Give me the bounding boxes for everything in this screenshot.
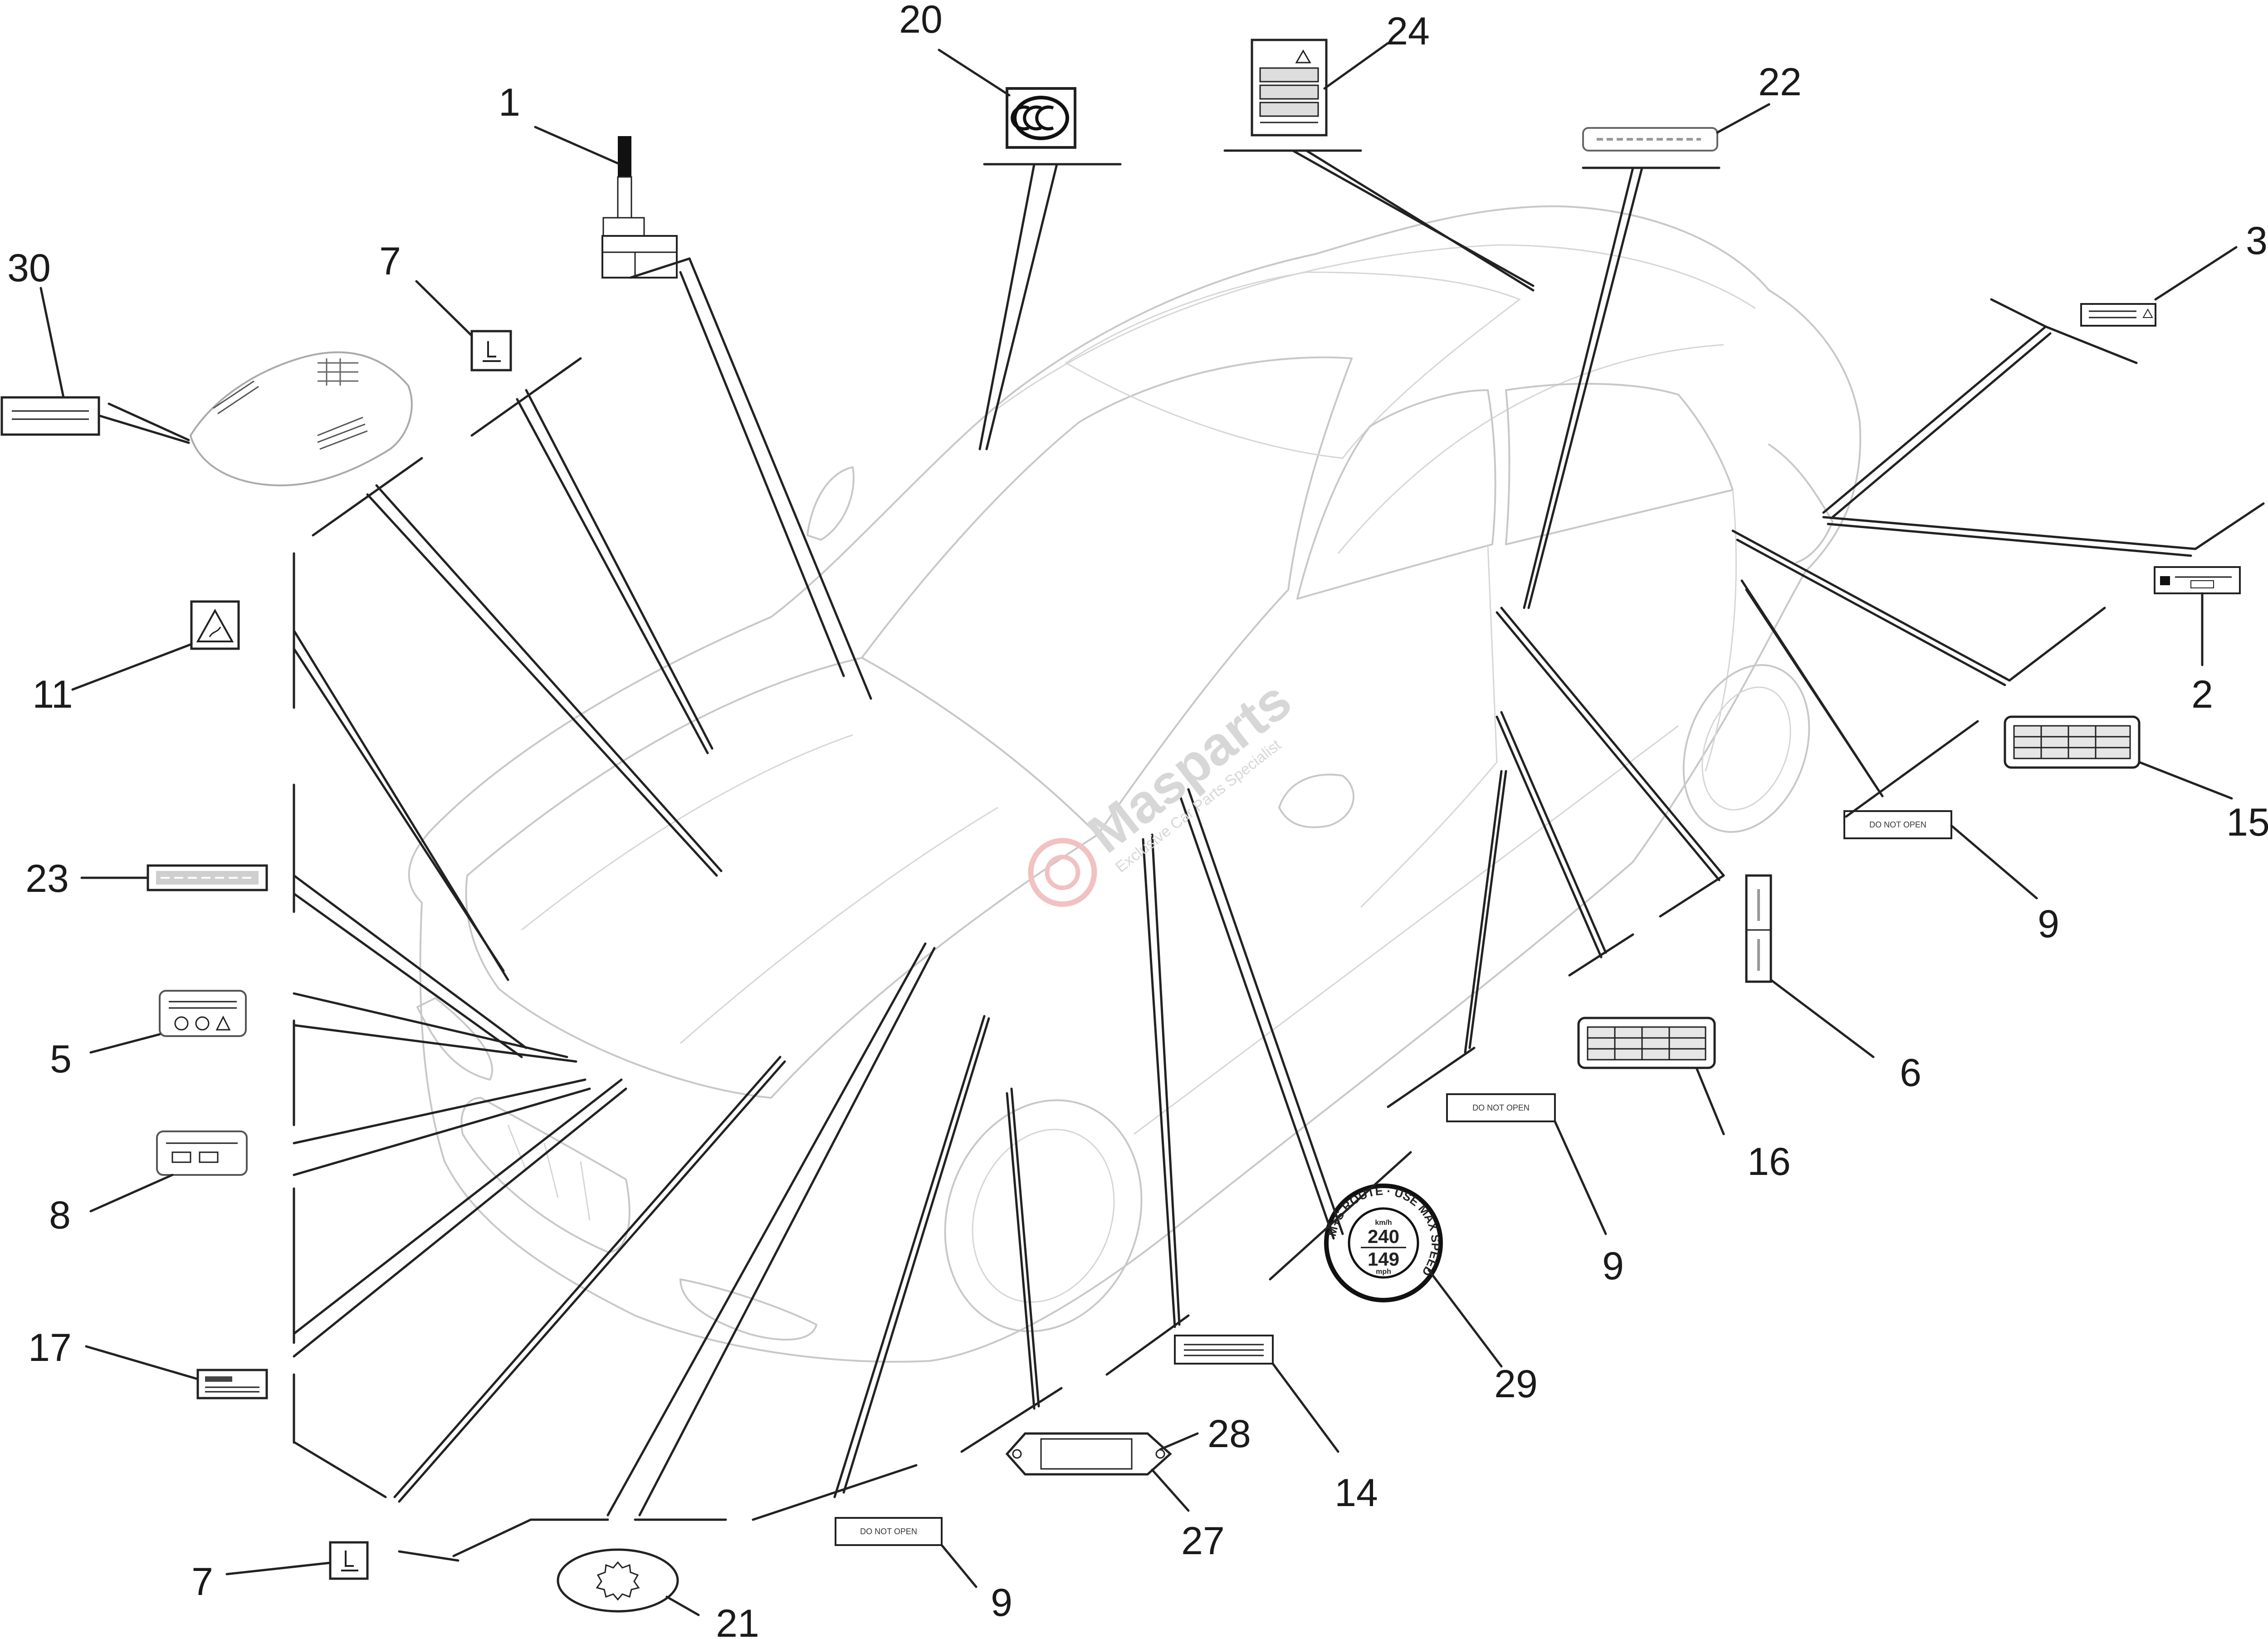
callout-6: 6 — [1900, 1051, 1921, 1095]
part-7-square-top — [470, 330, 512, 372]
part-29-tyre-seal: M+S ROUTE · USE MAX SPEED km/h 240 149 m… — [1324, 1184, 1443, 1302]
engine-cover-body — [189, 351, 413, 487]
part-6-vertical-strip — [1745, 874, 1772, 983]
front-grille — [460, 1097, 631, 1253]
part-9-label-c: DO NOT OPEN — [835, 1517, 943, 1546]
roof-rail-left — [997, 244, 1756, 409]
seat-icon-top — [483, 341, 501, 362]
part-20-ccc-logo — [1006, 87, 1076, 149]
do-not-open-text-b: DO NOT OPEN — [1472, 1103, 1530, 1112]
callout-9-upper: 9 — [2038, 902, 2059, 946]
part-7-square-bottom — [329, 1541, 369, 1580]
callout-21: 21 — [716, 1602, 759, 1639]
tyre-seal-240: 240 — [1368, 1226, 1399, 1247]
callout-27: 27 — [1181, 1519, 1225, 1563]
watermark-logo-icon — [1028, 838, 1097, 907]
hood-crease-left — [521, 734, 853, 931]
part-8-label — [156, 1130, 248, 1176]
callout-14: 14 — [1334, 1471, 1378, 1515]
do-not-open-text-a: DO NOT OPEN — [1869, 820, 1926, 829]
callout-7-bottom: 7 — [191, 1560, 213, 1604]
front-door-line — [1360, 544, 1498, 908]
seat-icon-bottom — [341, 1551, 358, 1571]
callout-22: 22 — [1758, 60, 1802, 104]
warning-triangle-icon — [196, 608, 234, 642]
car-hood — [465, 657, 1099, 1099]
callout-3: 3 — [2246, 219, 2268, 263]
engine-cover — [189, 351, 413, 487]
sill-line — [1134, 725, 1679, 1135]
tyre-seal-mph-unit: mph — [1376, 1268, 1391, 1276]
part-21-oval-gear — [557, 1548, 679, 1613]
roof-rail-right — [1337, 344, 1724, 554]
masparts-watermark: Masparts Exclusive Car Parts Specialist — [1028, 670, 1302, 907]
part-14-strip — [1174, 1335, 1274, 1365]
car-side-window-rear — [1505, 383, 1734, 545]
front-wheel-rim — [972, 1129, 1115, 1303]
callout-2: 2 — [2191, 673, 2213, 716]
part-30-strip — [0, 396, 100, 436]
tyre-seal-149: 149 — [1368, 1248, 1399, 1270]
callout-7-top: 7 — [379, 240, 401, 283]
part-2-strip — [2154, 566, 2241, 594]
do-not-open-text-c: DO NOT OPEN — [860, 1527, 917, 1536]
car-mirror — [1278, 773, 1354, 828]
engine-cover-grid — [318, 358, 358, 386]
callout-11: 11 — [32, 673, 73, 716]
callout-24: 24 — [1386, 10, 1430, 53]
tyre-seal-kmh-unit: km/h — [1375, 1219, 1392, 1227]
car-side-window-front — [1296, 389, 1496, 600]
part-1-label — [601, 136, 678, 279]
rear-tail — [1768, 444, 1833, 563]
rear-wheel — [1682, 664, 1810, 833]
callout-29: 29 — [1494, 1362, 1538, 1406]
callout-5: 5 — [50, 1037, 72, 1081]
callout-30: 30 — [7, 246, 51, 290]
callout-23: 23 — [25, 857, 69, 900]
car-sunroof — [1065, 271, 1521, 459]
watermark-brand: Masparts — [1076, 670, 1302, 865]
headlight — [416, 997, 493, 1081]
part-11-warning-square — [190, 600, 240, 650]
part-3-strip — [2080, 303, 2156, 327]
callout-17: 17 — [28, 1326, 72, 1370]
part-22-strip — [1582, 127, 1718, 152]
callout-16: 16 — [1747, 1140, 1791, 1184]
hood-crease-right — [680, 807, 998, 1044]
rear-wheel-rim — [1701, 686, 1791, 811]
callout-20: 20 — [899, 0, 943, 41]
part-15-table-label — [2004, 715, 2141, 769]
engine-cover-vents — [213, 380, 368, 450]
part-5-label — [159, 990, 247, 1037]
car-windshield — [861, 356, 1353, 836]
car-body-silhouette — [408, 205, 1862, 1363]
part-17-label — [196, 1369, 268, 1399]
gear-icon — [596, 1561, 640, 1601]
part-9-label-b: DO NOT OPEN — [1446, 1093, 1556, 1122]
front-intake — [679, 1278, 817, 1341]
callout-15: 15 — [2226, 801, 2268, 844]
part-27-28-tag-plate — [1005, 1432, 1172, 1476]
part-16-table-label — [1577, 1017, 1716, 1069]
callout-9-bottom: 9 — [991, 1581, 1012, 1624]
leader-lines — [39, 42, 2265, 1616]
callout-28: 28 — [1207, 1412, 1251, 1456]
front-wheel — [944, 1099, 1143, 1332]
callout-numbers: 1 20 24 22 3 30 7 2 15 11 9 23 6 5 16 8 … — [7, 0, 2268, 1639]
callout-8: 8 — [49, 1194, 71, 1237]
car-mirror-left — [807, 466, 855, 541]
part-24-info-panel — [1251, 39, 1328, 137]
callout-9-middle: 9 — [1602, 1244, 1624, 1288]
callout-1: 1 — [499, 81, 520, 124]
part-23-strip — [147, 864, 268, 891]
part-9-label-a: DO NOT OPEN — [1843, 810, 1952, 839]
